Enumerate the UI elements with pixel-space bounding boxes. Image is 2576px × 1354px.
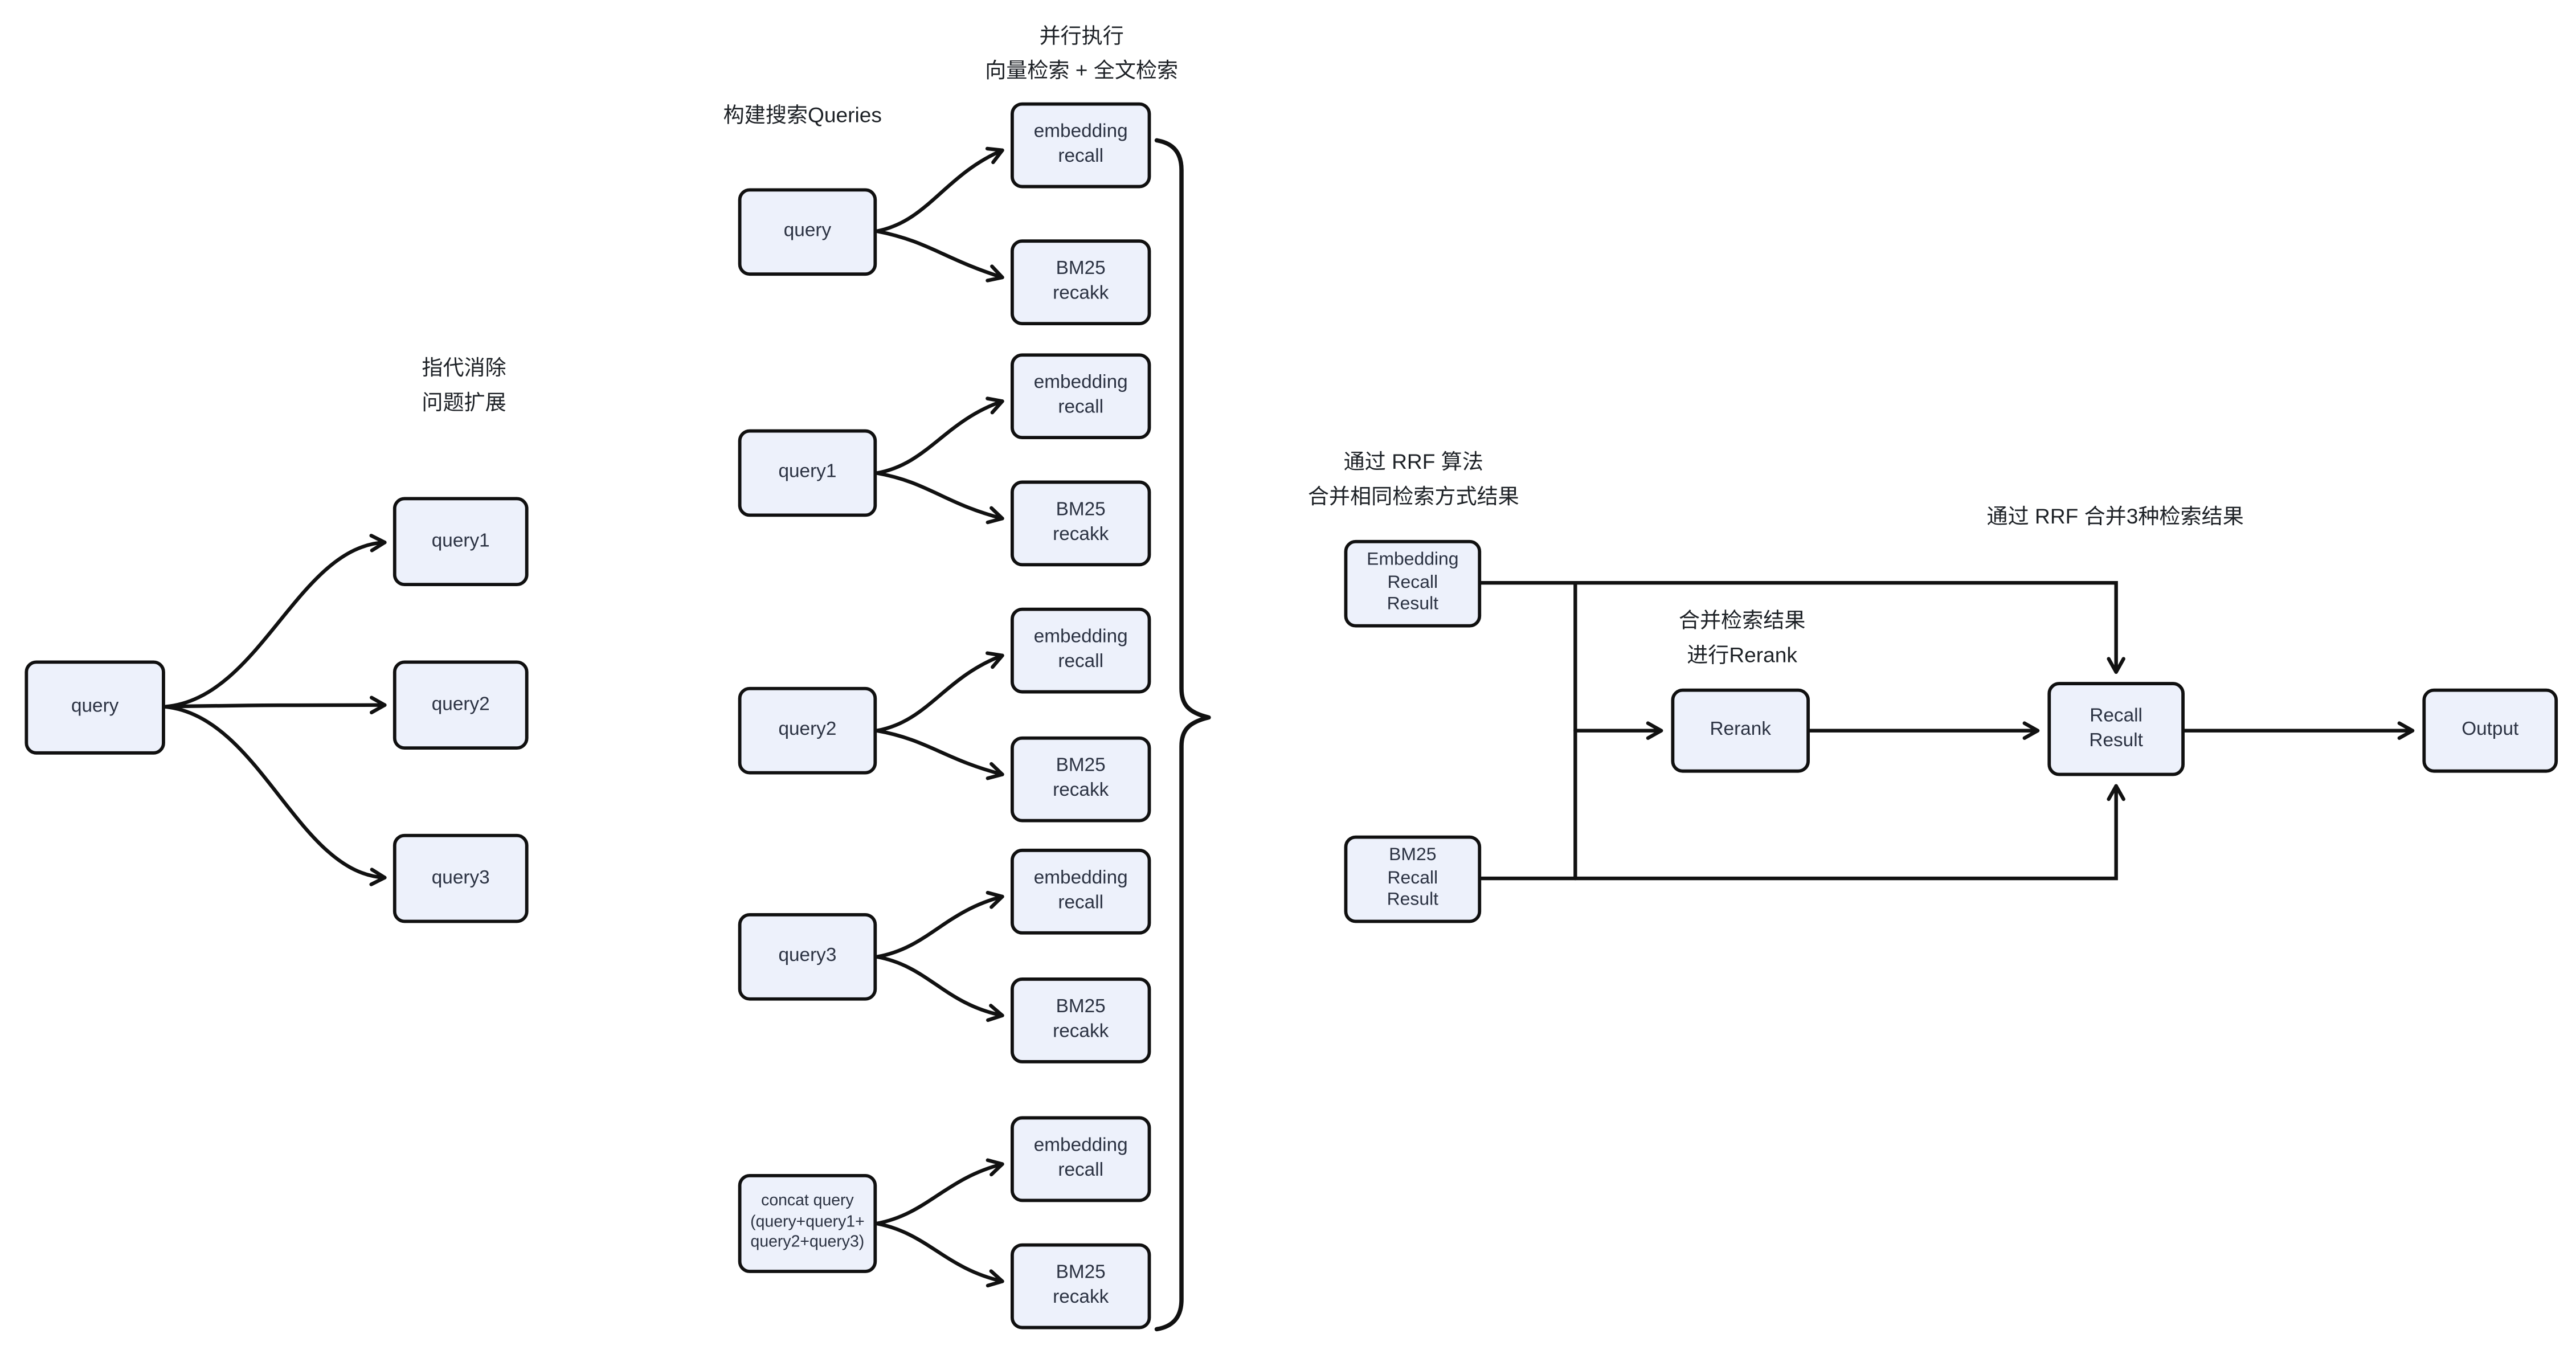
node-embedding-recall-1: embedding recall: [1011, 102, 1151, 189]
label-rrf-merge-same: 通过 RRF 算法 合并相同检索方式结果: [1307, 449, 1519, 508]
node-embedding-recall-result: Embedding Recall Result: [1344, 539, 1482, 628]
arrow-midquery-to-bm25-1: [875, 229, 1004, 283]
node-query1: query1: [392, 497, 529, 587]
node-rerank: Rerank: [1671, 688, 1810, 773]
label-coref-expand: 指代消除 问题扩展: [422, 355, 506, 414]
arrow-midquery-to-embedding-1: [875, 146, 1004, 234]
label-merge-rerank: 合并检索结果 进行Rerank: [1678, 607, 1806, 667]
node-bm25-recall-1: BM25 recakk: [1011, 239, 1151, 326]
arrow-midquery3-to-embedding-4: [875, 890, 1004, 959]
node-mid-query1: query1: [738, 429, 877, 517]
node-bm25-recall-result: BM25 Recall Result: [1344, 835, 1482, 923]
arrow-query-to-query2: [163, 696, 387, 714]
node-embedding-recall-4: embedding recall: [1011, 848, 1151, 935]
node-mid-query2: query2: [738, 686, 877, 775]
node-concat-query: concat query (query+query1+ query2+query…: [738, 1173, 877, 1273]
node-bm25-recall-3: BM25 recakk: [1011, 736, 1151, 823]
node-output: Output: [2422, 688, 2558, 773]
arrow-midquery1-to-bm25-2: [875, 471, 1004, 525]
node-query3: query3: [392, 833, 529, 923]
label-parallel-exec: 并行执行 向量检索 + 全文检索: [985, 23, 1179, 83]
label-rrf-merge-three: 通过 RRF 合并3种检索结果: [1986, 504, 2244, 529]
node-embedding-recall-2: embedding recall: [1011, 353, 1151, 440]
arrow-query-to-query1: [163, 534, 387, 709]
arrow-midquery2-to-embedding-3: [875, 651, 1004, 733]
node-embedding-recall-5: embedding recall: [1011, 1116, 1151, 1202]
node-recall-result: Recall Result: [2047, 682, 2185, 776]
node-mid-query3: query3: [738, 913, 877, 1001]
node-query-root: query: [24, 660, 165, 755]
node-mid-query: query: [738, 188, 877, 276]
arrow-concat-to-bm25-5: [875, 1221, 1004, 1288]
node-bm25-recall-2: BM25 recakk: [1011, 480, 1151, 567]
arrow-midquery3-to-bm25-4: [875, 955, 1004, 1022]
arrow-query-to-query3: [163, 705, 387, 886]
label-build-queries: 构建搜索Queries: [723, 102, 882, 128]
node-query2: query2: [392, 660, 529, 750]
arrow-concat-to-embedding-5: [875, 1158, 1004, 1226]
node-bm25-recall-5: BM25 recakk: [1011, 1243, 1151, 1330]
node-bm25-recall-4: BM25 recakk: [1011, 977, 1151, 1063]
node-embedding-recall-3: embedding recall: [1011, 607, 1151, 694]
brace-merge-results: [1154, 138, 1211, 1332]
arrow-bm25-result-to-recall-result: [1479, 784, 2125, 881]
arrow-midquery2-to-bm25-3: [875, 729, 1004, 780]
arrow-midquery1-to-embedding-2: [875, 396, 1004, 475]
